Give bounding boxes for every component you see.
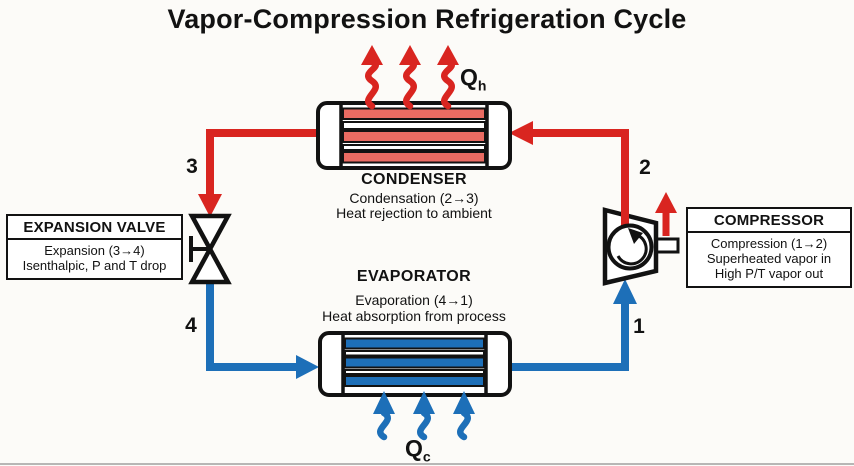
arrowhead-into-compressor xyxy=(613,279,637,304)
heat-rejected-label: Qh xyxy=(460,64,486,94)
heat-absorption-arrows xyxy=(373,391,475,441)
wavy-arrow-up-icon xyxy=(413,391,435,441)
rotation-arrow-icon xyxy=(616,233,648,266)
expansion-valve-symbol xyxy=(188,213,232,285)
compressor-shaft xyxy=(654,237,680,254)
compressor-box: COMPRESSOR Compression (1→2) Superheated… xyxy=(686,207,852,288)
qh-subscript: h xyxy=(477,77,487,94)
arrowhead-into-valve xyxy=(198,194,222,217)
expansion-valve-body: Expansion (3→4) Isenthalpic, P and T dro… xyxy=(8,240,181,278)
rotation-arrowhead xyxy=(628,228,643,244)
wavy-arrow-up-icon xyxy=(361,45,383,110)
wavy-arrow-up-icon xyxy=(437,45,459,110)
expansion-valve-process: Expansion (3→4) xyxy=(44,243,145,258)
pipe-compressor-to-condenser xyxy=(509,121,629,228)
qc-symbol: Q xyxy=(405,435,423,461)
heat-absorbed-label: Qc xyxy=(405,435,431,465)
condenser-name: CONDENSER xyxy=(361,171,467,188)
state-point-4: 4 xyxy=(185,314,197,337)
expansion-valve-title: EXPANSION VALVE xyxy=(8,216,181,240)
wavy-arrow-up-icon xyxy=(453,391,475,441)
compressor-line-in: Superheated vapor in xyxy=(706,251,832,266)
state-point-2: 2 xyxy=(639,156,651,179)
qc-subscript: c xyxy=(422,448,431,465)
condenser-process: Condensation (2→3) xyxy=(349,190,479,206)
pipe-evaporator-to-compressor xyxy=(510,279,637,371)
state-point-1: 1 xyxy=(633,315,645,338)
flow-direction-up-arrow xyxy=(655,192,677,236)
condenser-symbol xyxy=(316,101,512,170)
evaporator-description: Heat absorption from process xyxy=(322,308,506,324)
expansion-valve-box: EXPANSION VALVE Expansion (3→4) Isenthal… xyxy=(6,214,183,280)
evaporator-name: EVAPORATOR xyxy=(356,268,472,285)
compressor-line-out: High P/T vapor out xyxy=(714,266,824,281)
condenser-description: Heat rejection to ambient xyxy=(336,205,492,221)
page-title: Vapor-Compression Refrigeration Cycle xyxy=(167,4,687,34)
compressor-symbol xyxy=(602,207,680,286)
pipe-valve-to-evaporator xyxy=(206,276,319,379)
heat-rejection-arrows xyxy=(361,45,459,110)
wavy-arrow-up-icon xyxy=(373,391,395,441)
expansion-valve-description: Isenthalpic, P and T drop xyxy=(22,258,167,273)
bottom-border-line xyxy=(0,463,854,465)
pipe-condenser-to-valve xyxy=(198,129,318,217)
compressor-process: Compression (1→2) xyxy=(710,236,828,251)
qh-symbol: Q xyxy=(460,64,478,90)
evaporator-symbol xyxy=(318,331,512,397)
compressor-body: Compression (1→2) Superheated vapor in H… xyxy=(688,233,850,286)
wavy-arrow-up-icon xyxy=(399,45,421,110)
compressor-title: COMPRESSOR xyxy=(688,209,850,233)
state-point-3: 3 xyxy=(186,155,198,178)
evaporator-process: Evaporation (4→1) xyxy=(355,292,473,308)
arrowhead-into-evaporator xyxy=(296,355,319,379)
arrowhead-into-condenser xyxy=(509,121,533,145)
